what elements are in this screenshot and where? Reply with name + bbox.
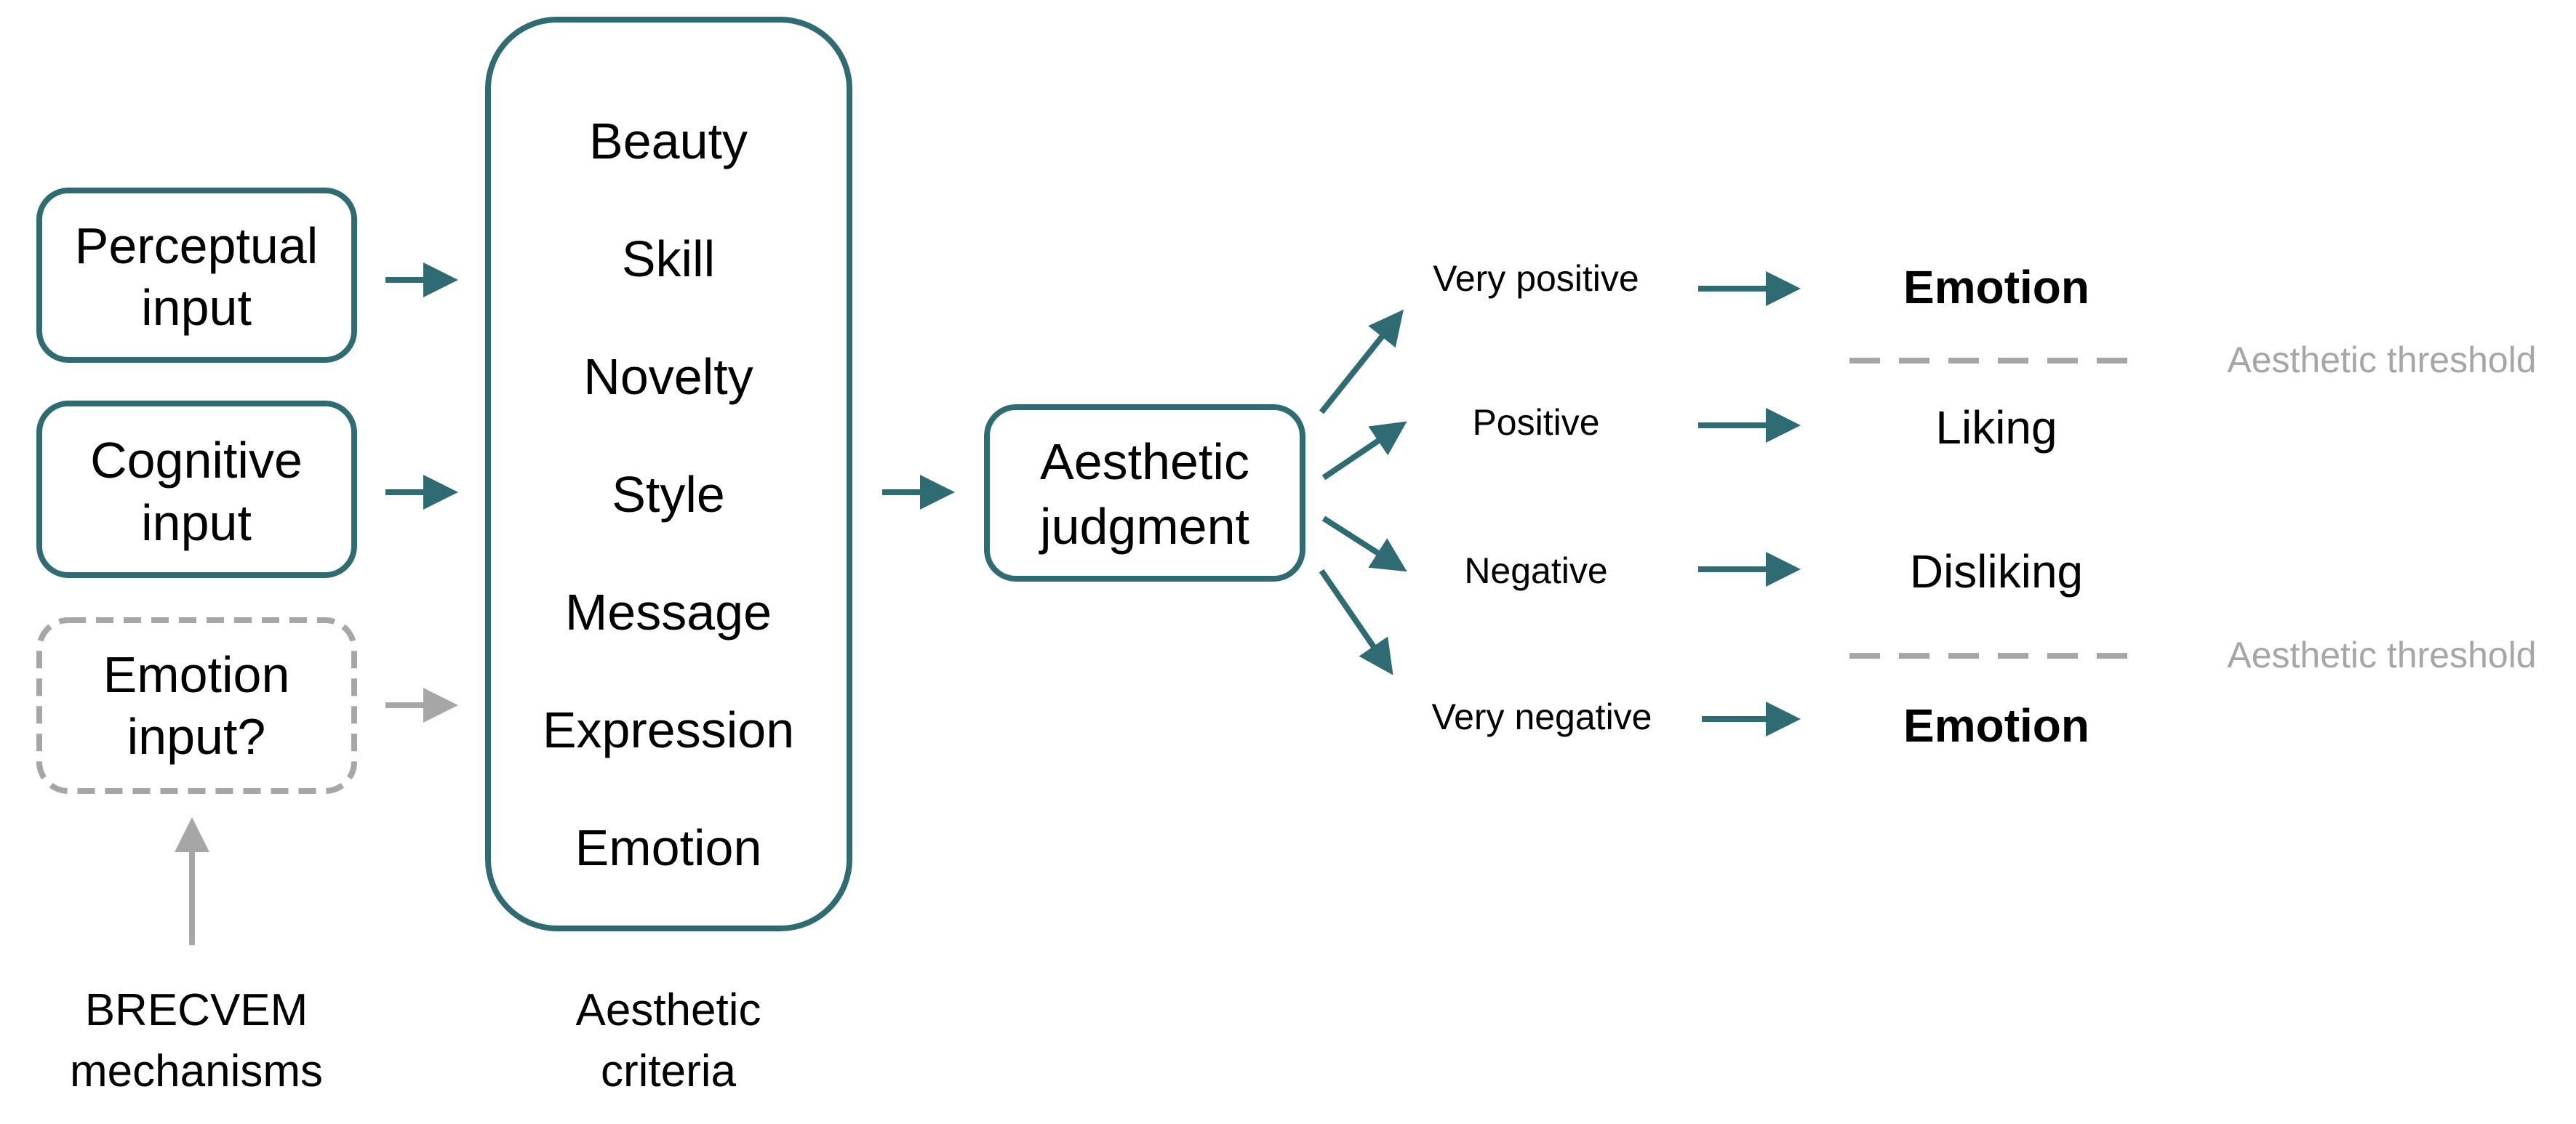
- criteria-caption-line1: Aesthetic: [575, 985, 761, 1035]
- criteria-caption-line2: criteria: [601, 1046, 737, 1096]
- criterion-novelty: Novelty: [583, 348, 753, 405]
- brecvem-caption-line1: BRECVEM: [85, 985, 308, 1035]
- criterion-skill: Skill: [622, 230, 715, 287]
- judgment-line2: judgment: [1039, 498, 1249, 555]
- response-disliking: Disliking: [1910, 545, 2083, 598]
- criterion-emotion: Emotion: [575, 819, 762, 876]
- response-emotion-bottom: Emotion: [1903, 699, 2089, 752]
- aesthetic-criteria-node: Beauty Skill Novelty Style Message Expre…: [485, 17, 852, 931]
- emotion-input-line1: Emotion: [103, 646, 290, 703]
- upper-threshold-label: Aesthetic threshold: [2227, 340, 2536, 380]
- aesthetic-judgment-box: [984, 404, 1305, 582]
- cognitive-input-box: [36, 401, 357, 578]
- perceptual-input-line1: Perceptual: [75, 217, 319, 274]
- criterion-expression: Expression: [543, 702, 794, 758]
- criterion-message: Message: [565, 584, 772, 641]
- perceptual-input-node: Perceptual input: [36, 188, 357, 363]
- brecvem-caption-line2: mechanisms: [70, 1046, 323, 1096]
- judgment-to-very-positive-arrow: [1319, 309, 1404, 414]
- valence-very-positive: Very positive: [1433, 258, 1639, 299]
- criterion-style: Style: [612, 466, 725, 523]
- judgment-line1: Aesthetic: [1040, 433, 1249, 490]
- lower-threshold-label: Aesthetic threshold: [2227, 635, 2536, 675]
- valence-negative: Negative: [1464, 550, 1607, 591]
- response-emotion-top: Emotion: [1903, 261, 2089, 313]
- valence-very-negative: Very negative: [1432, 697, 1652, 737]
- aesthetic-criteria-box: [485, 17, 852, 931]
- emotion-input-line2: input?: [127, 708, 266, 765]
- judgment-to-positive-arrow: [1321, 421, 1407, 481]
- emotion-input-box: [36, 617, 357, 794]
- criterion-beauty: Beauty: [589, 113, 748, 169]
- aesthetic-judgment-node: Aesthetic judgment: [984, 404, 1305, 582]
- judgment-to-negative-arrow: [1321, 515, 1407, 572]
- perceptual-input-box: [36, 188, 357, 363]
- emotion-input-node: Emotion input?: [36, 617, 357, 794]
- cognitive-input-line2: input: [141, 494, 252, 551]
- valence-positive: Positive: [1472, 402, 1599, 443]
- judgment-to-very-negative-arrow: [1319, 569, 1393, 675]
- cognitive-input-line1: Cognitive: [90, 432, 303, 489]
- perceptual-input-line2: input: [141, 279, 252, 336]
- response-liking: Liking: [1935, 401, 2057, 454]
- cognitive-input-node: Cognitive input: [36, 401, 357, 578]
